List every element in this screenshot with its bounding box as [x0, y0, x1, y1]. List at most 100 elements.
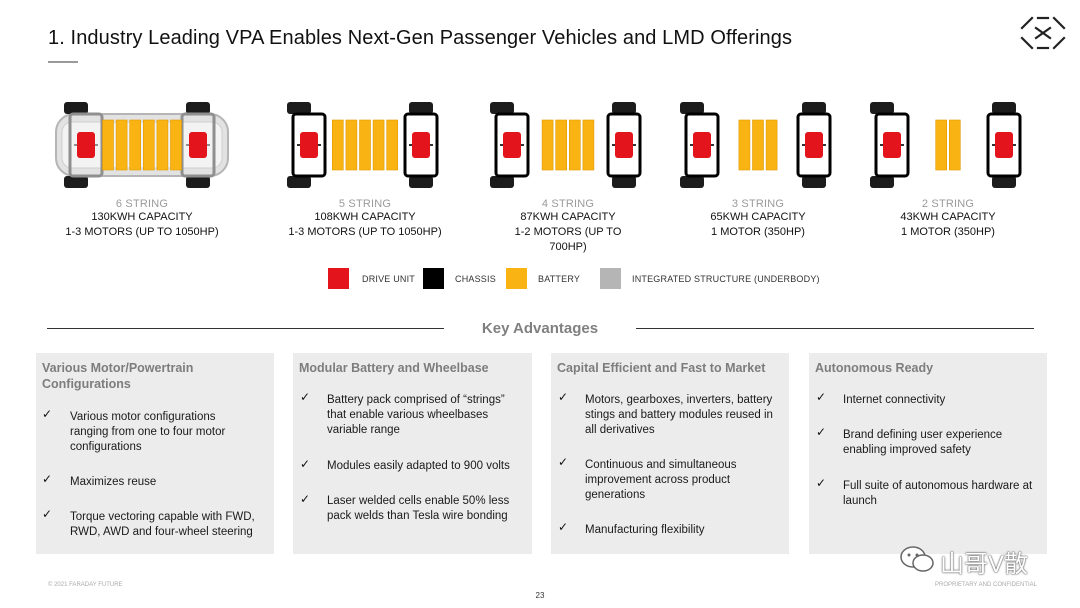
- drive-unit: [883, 132, 901, 158]
- legend-label-chassis: CHASSIS: [455, 274, 496, 284]
- battery-string: [765, 119, 778, 171]
- wheel: [409, 176, 433, 188]
- check-icon: ✓: [300, 457, 311, 471]
- battery-string: [738, 119, 751, 171]
- variant-string: 5 STRING: [338, 198, 392, 210]
- legend-swatch-structure: [600, 268, 621, 289]
- list-item: Various motor configurations ranging fro…: [70, 411, 226, 453]
- battery-string: [935, 119, 947, 171]
- check-icon: ✓: [300, 492, 311, 506]
- chassis-subframe: [291, 112, 327, 178]
- legend-swatch-battery: [506, 268, 527, 289]
- drive-unit: [300, 132, 318, 158]
- battery-string: [345, 119, 358, 171]
- copyright: © 2021 FARADAY FUTURE: [48, 582, 123, 588]
- check-icon: ✓: [816, 476, 827, 490]
- variant-motors: 1-3 MOTORS (UP TO 1050HP): [65, 226, 219, 238]
- drive-unit: [77, 132, 95, 158]
- battery-string: [569, 119, 581, 171]
- variant-motors: 1 MOTOR (350HP): [901, 226, 995, 238]
- battery-string: [102, 119, 114, 171]
- battery-string: [555, 119, 567, 171]
- variant-motors: 1-3 MOTORS (UP TO 1050HP): [288, 226, 442, 238]
- list-item: Laser welded cells enable 50% less pack …: [327, 495, 510, 522]
- box-heading: Modular Battery and Wheelbase: [299, 361, 489, 375]
- chassis-subframe: [180, 112, 216, 178]
- chassis-subframe: [606, 112, 642, 178]
- chassis-subframe: [986, 112, 1022, 178]
- page-number: 23: [535, 591, 545, 600]
- list-item: Torque vectoring capable with FWD, RWD, …: [70, 511, 255, 538]
- battery-string: [129, 119, 141, 171]
- faraday-future-logo-icon: [1020, 16, 1066, 50]
- watermark-text: 山哥V散: [940, 551, 1029, 578]
- drive-unit: [805, 132, 823, 158]
- check-icon: ✓: [816, 390, 827, 404]
- wheel: [992, 102, 1016, 114]
- check-icon: ✓: [300, 390, 311, 404]
- variant-2-string: 2 STRING 43KWH CAPACITY 1 MOTOR (350HP): [858, 100, 1038, 240]
- variant-motors: 1 MOTOR (350HP): [711, 226, 805, 238]
- drive-unit: [995, 132, 1013, 158]
- box-heading: Capital Efficient and Fast to Market: [557, 361, 766, 375]
- battery-string: [541, 119, 554, 171]
- legend: DRIVE UNIT CHASSIS BATTERY INTEGRATED ST…: [0, 268, 1080, 292]
- battery-string: [752, 119, 764, 171]
- platform-diagram-3-string-icon: [680, 102, 832, 188]
- platform-diagram-5-string-icon: [287, 102, 439, 188]
- list-item: Brand defining user experience enabling …: [843, 429, 1003, 456]
- wheel: [64, 176, 88, 188]
- wechat-icon: [900, 546, 934, 572]
- variant-string: 2 STRING: [921, 198, 975, 210]
- legend-label-battery: BATTERY: [538, 274, 581, 284]
- variant-capacity: 108KWH CAPACITY: [314, 211, 416, 223]
- battery-string: [372, 119, 385, 171]
- divider-left: [47, 328, 444, 329]
- variant-motors: 1-2 MOTORS (UP TO 700HP): [514, 226, 622, 253]
- platform-diagram-4-string-icon: [490, 102, 642, 188]
- chassis-subframe: [68, 112, 104, 178]
- box-heading: Various Motor/Powertrain Configurations: [42, 361, 194, 391]
- chassis-subframe: [403, 112, 439, 178]
- wheel: [870, 176, 894, 188]
- platform-diagram-2-string-icon: [870, 102, 1022, 188]
- check-icon: ✓: [42, 507, 53, 521]
- chassis-subframe: [494, 112, 530, 178]
- wheel: [186, 176, 210, 188]
- title-underline: [48, 61, 78, 63]
- variant-string: 4 STRING: [541, 198, 595, 210]
- check-icon: ✓: [558, 390, 569, 404]
- drive-unit: [503, 132, 521, 158]
- list-item: Manufacturing flexibility: [585, 524, 705, 536]
- wheel: [870, 102, 894, 114]
- divider-right: [636, 328, 1034, 329]
- wheel: [680, 102, 704, 114]
- page-title: 1. Industry Leading VPA Enables Next-Gen…: [48, 27, 793, 49]
- wheel: [490, 102, 514, 114]
- battery-string: [115, 119, 128, 171]
- variant-4-string: 4 STRING 87KWH CAPACITY 1-2 MOTORS (UP T…: [478, 100, 658, 255]
- drive-unit: [412, 132, 430, 158]
- legend-label-drive-unit: DRIVE UNIT: [362, 274, 416, 284]
- drive-unit: [615, 132, 633, 158]
- wheel: [992, 176, 1016, 188]
- check-icon: ✓: [816, 425, 827, 439]
- list-item: Continuous and simultaneous improvement …: [585, 459, 737, 501]
- drive-unit: [693, 132, 711, 158]
- list-item: Motors, gearboxes, inverters, battery st…: [585, 394, 773, 436]
- wheel: [680, 176, 704, 188]
- watermark: 山哥V散: [898, 540, 1058, 580]
- battery-string: [143, 119, 155, 171]
- advantage-box-capital: Capital Efficient and Fast to Market ✓ M…: [551, 353, 789, 554]
- chassis-subframe: [684, 112, 720, 178]
- legend-swatch-drive-unit: [328, 268, 349, 289]
- wheel: [409, 102, 433, 114]
- platform-diagram-6-string-icon: [55, 102, 229, 188]
- list-item: Internet connectivity: [843, 394, 946, 406]
- list-item: Modules easily adapted to 900 volts: [327, 460, 510, 472]
- wheel: [802, 102, 826, 114]
- advantage-box-powertrain: Various Motor/Powertrain Configurations …: [36, 353, 274, 554]
- wheel: [490, 176, 514, 188]
- battery-string: [331, 119, 344, 171]
- chassis-subframe: [874, 112, 910, 178]
